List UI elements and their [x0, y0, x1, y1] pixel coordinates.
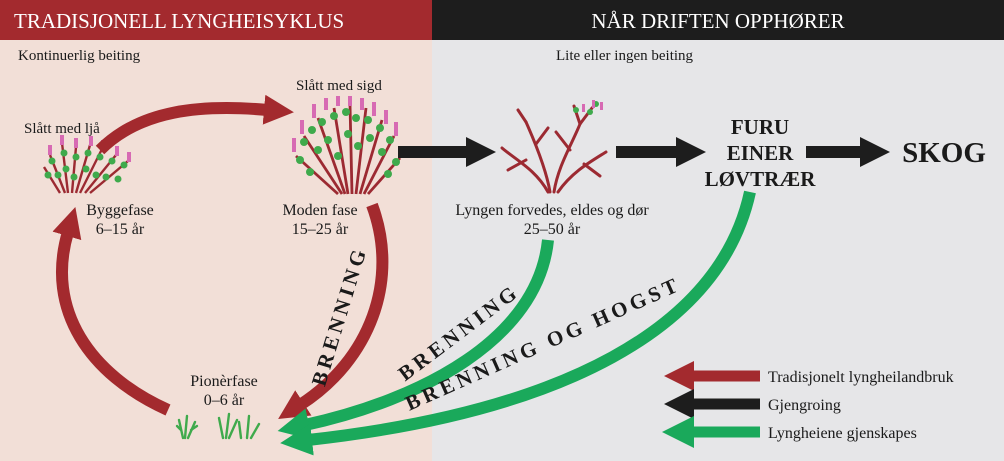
left-header-title: TRADISJONELL LYNGHEISYKLUS	[14, 9, 344, 33]
legend: Tradisjonelt lyngheilandbruk Gjengroing …	[662, 361, 954, 448]
right-subtitle: Lite eller ingen beiting	[556, 48, 694, 64]
build-phase-cut-label: Slått med ljå	[24, 121, 100, 137]
pioneer-phase-years: 0–6 år	[204, 392, 245, 409]
green-arrow-forest-to-pioneer	[280, 190, 756, 456]
heather-degenerate-phase-icon	[500, 100, 608, 194]
heather-mature-phase-icon	[292, 96, 402, 196]
degenerate-phase-years: 25–50 år	[524, 221, 581, 238]
heather-build-phase-icon	[42, 135, 131, 194]
green-arrow-degenerate-to-pioneer	[277, 239, 554, 440]
mature-phase-cut-label: Slått med sigd	[296, 78, 382, 94]
heather-pioneer-phase-icon	[175, 412, 261, 440]
pioneer-phase-name: Pionèrfase	[190, 373, 258, 390]
red-arrow-build-to-mature	[95, 94, 294, 155]
red-arrow-mature-to-pioneer	[278, 202, 389, 420]
right-header-title: NÅR DRIFTEN OPPHØRER	[591, 9, 844, 33]
mature-phase-years: 15–25 år	[292, 221, 349, 238]
tree-label-einer: EINER	[727, 141, 794, 165]
left-subtitle: Kontinuerlig beiting	[18, 48, 141, 64]
mature-phase-name: Moden fase	[282, 202, 357, 219]
degenerate-phase-name: Lyngen forvedes, eldes og dør	[455, 202, 649, 219]
forest-label: SKOG	[902, 137, 986, 169]
legend-label-overgrowth: Gjengroing	[768, 397, 841, 414]
left-header-bar	[0, 0, 432, 40]
right-header-bar	[432, 0, 1004, 40]
right-panel-background	[432, 0, 1004, 461]
tree-label-furu: FURU	[731, 115, 789, 139]
legend-label-restored: Lyngheiene gjenskapes	[768, 425, 917, 442]
tree-label-lovtraer: LØVTRÆR	[705, 167, 817, 191]
legend-label-traditional: Tradisjonelt lyngheilandbruk	[768, 369, 954, 386]
red-arrow-pioneer-to-build	[52, 207, 171, 416]
build-phase-years: 6–15 år	[96, 221, 145, 238]
build-phase-name: Byggefase	[86, 202, 154, 219]
